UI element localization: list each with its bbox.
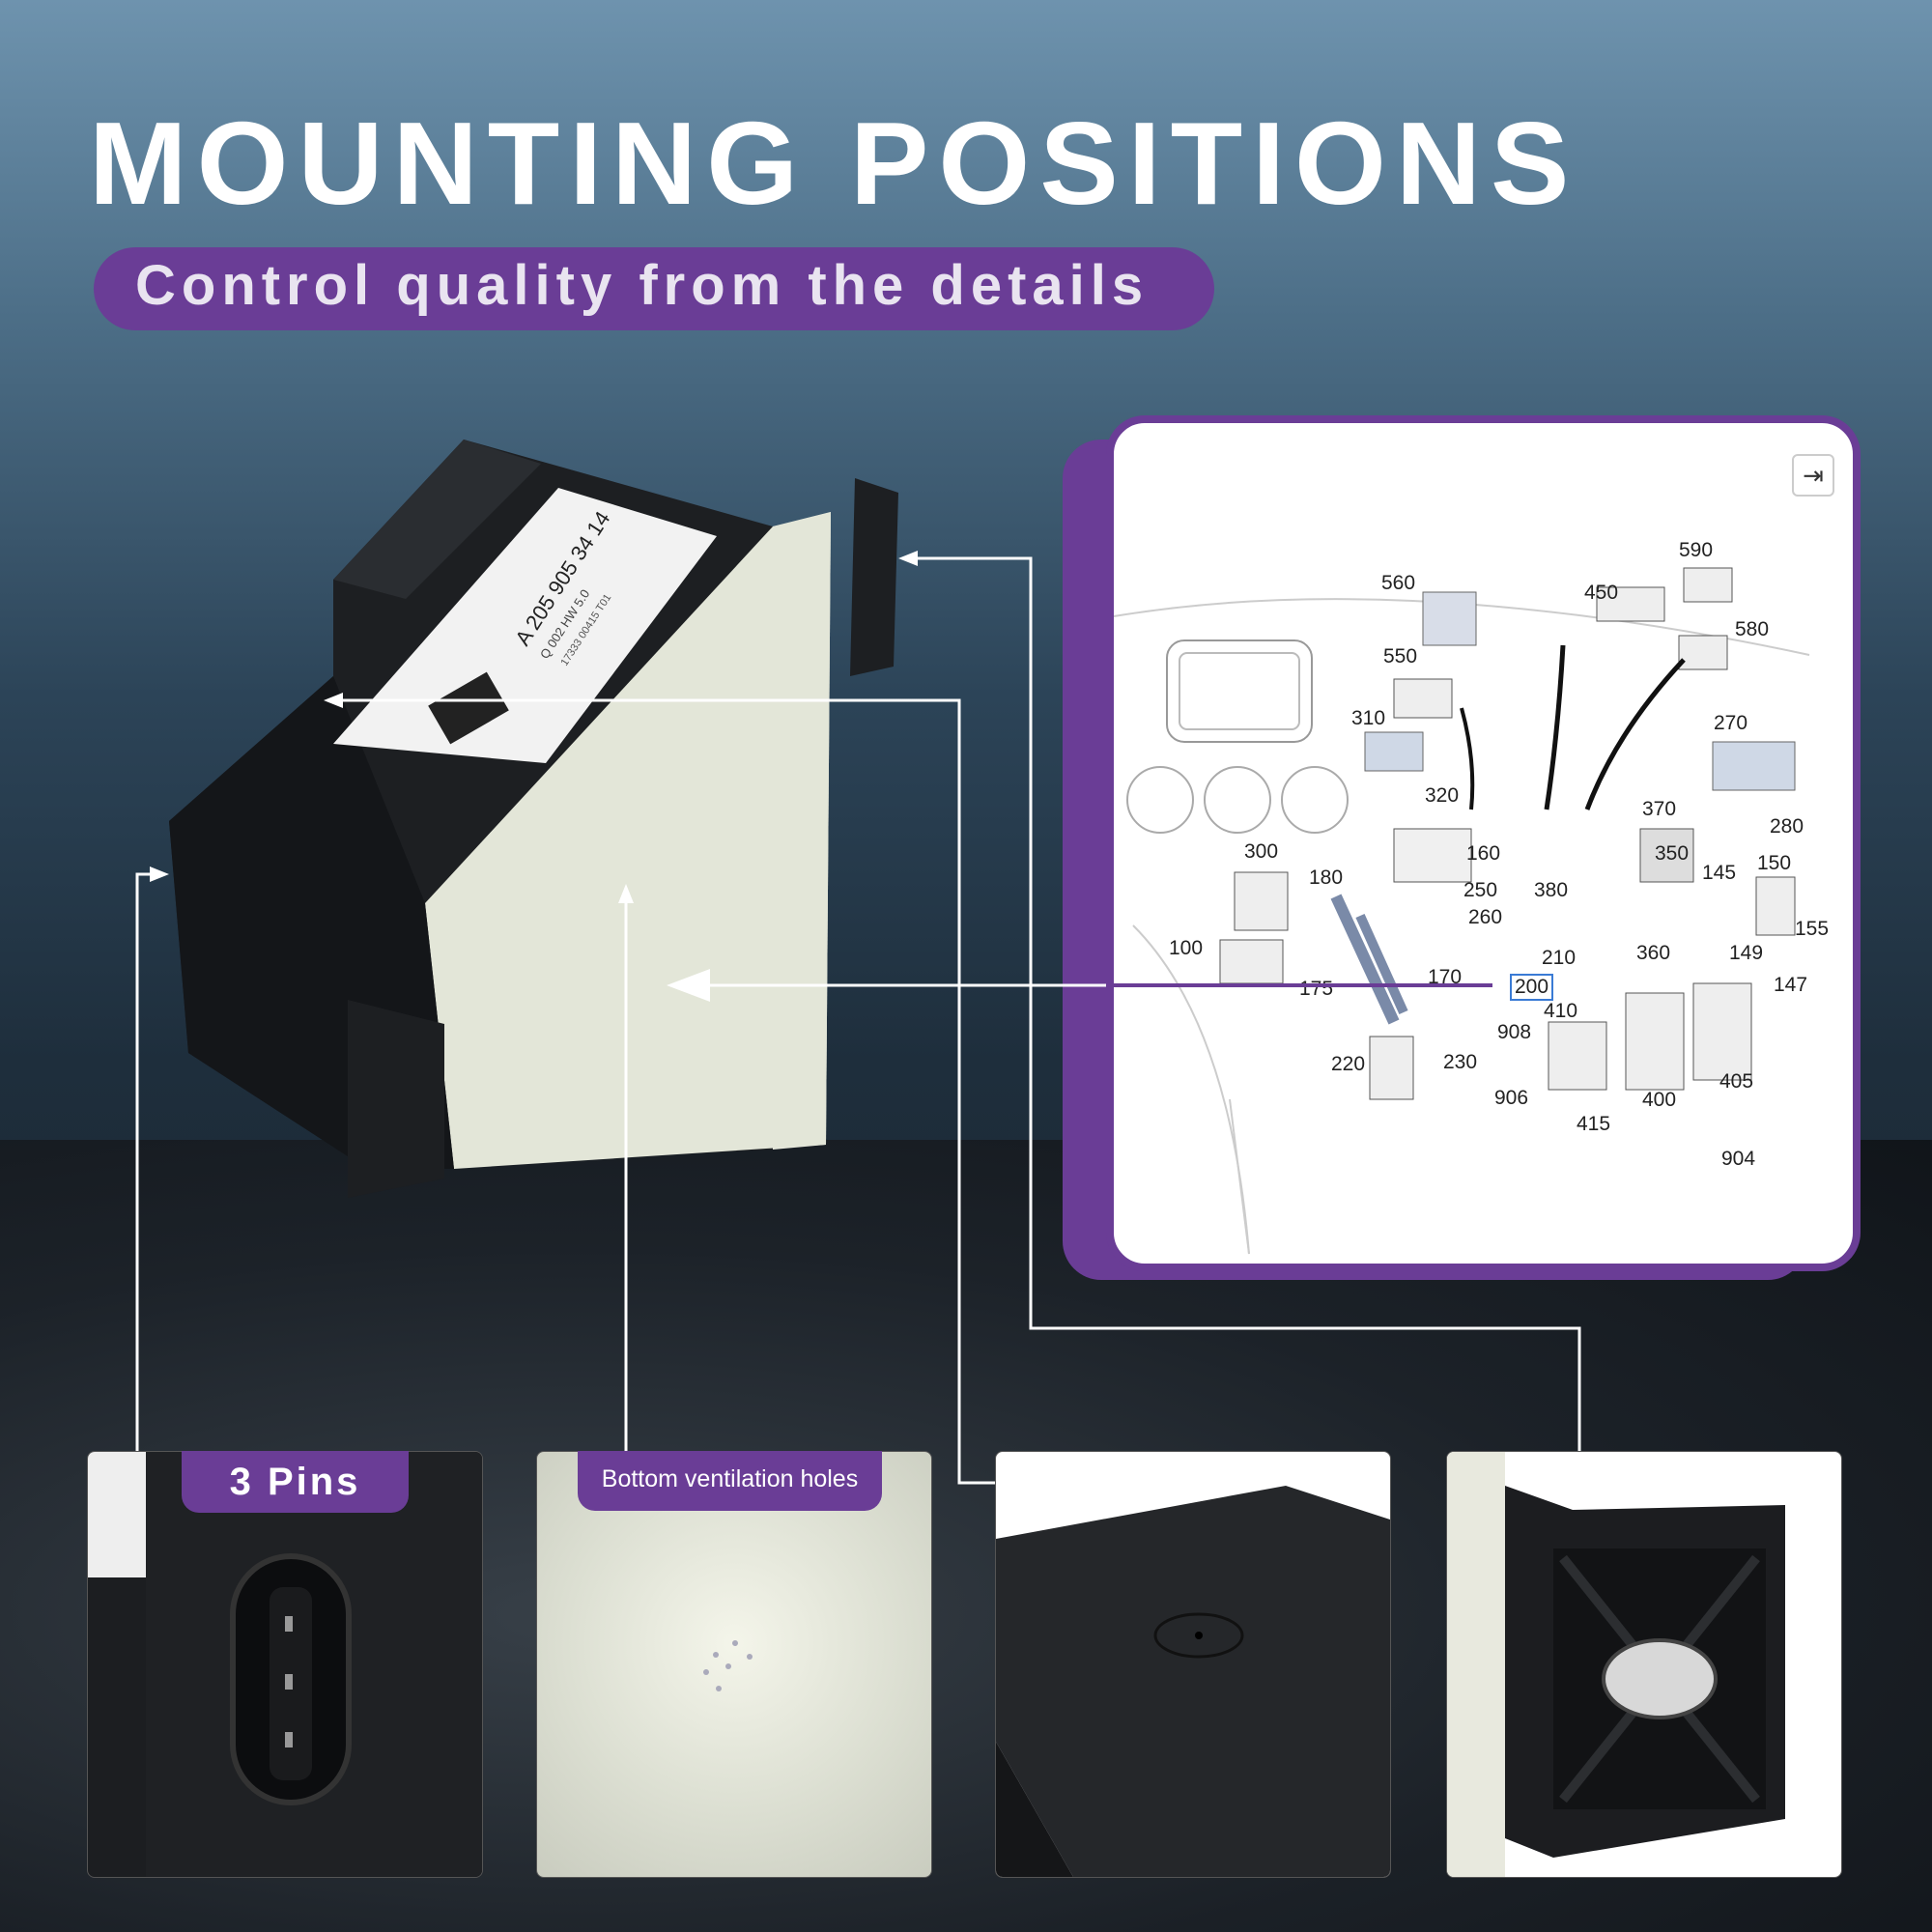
part-number-label: 145 — [1702, 862, 1737, 884]
detail-panel-mount — [1446, 1451, 1842, 1878]
part-number-label: 908 — [1497, 1021, 1532, 1043]
part-number-label: 580 — [1735, 618, 1770, 640]
part-number-label: 300 — [1244, 840, 1279, 863]
part-number-label: 175 — [1299, 978, 1334, 1000]
part-number-label: 250 — [1463, 879, 1498, 901]
dashboard-sketch — [1114, 567, 1810, 1255]
part-number-label: 210 — [1542, 947, 1577, 969]
part-number-label: 220 — [1331, 1053, 1366, 1075]
page-title: MOUNTING POSITIONS — [89, 98, 1579, 229]
part-number-label: 906 — [1494, 1087, 1529, 1109]
part-number-label: 370 — [1642, 798, 1677, 820]
expand-icon[interactable]: ⇥ — [1792, 454, 1834, 497]
part-number-label: 100 — [1169, 937, 1204, 959]
part-number-label: 380 — [1534, 879, 1569, 901]
connector-image — [88, 1452, 482, 1877]
part-number-label: 590 — [1679, 539, 1714, 561]
part-number-label: 155 — [1795, 918, 1830, 940]
part-number-label: 149 — [1729, 942, 1764, 964]
part-number-label: 180 — [1309, 867, 1344, 889]
page-subtitle: Control quality from the details — [135, 254, 1150, 317]
part-number-label: 405 — [1719, 1070, 1754, 1093]
part-number-label: 350 — [1655, 842, 1690, 865]
part-number-label: 150 — [1757, 852, 1792, 874]
ventilation-holes-image — [703, 1640, 753, 1691]
part-number-label: 360 — [1636, 942, 1671, 964]
detail-panel-ventilation — [536, 1451, 932, 1878]
mounting-bracket-image — [1447, 1452, 1785, 1877]
parts-diagram — [1106, 415, 1861, 1271]
part-number-label: 230 — [1443, 1051, 1478, 1073]
part-number-label: 904 — [1721, 1148, 1756, 1170]
part-number-label: 560 — [1381, 572, 1416, 594]
part-number-label: 260 — [1468, 906, 1503, 928]
ventilation-label: Bottom ventilation holes — [578, 1451, 882, 1511]
part-number-label: 450 — [1584, 582, 1619, 604]
part-number-label: 415 — [1577, 1113, 1611, 1135]
part-number-label: 320 — [1425, 784, 1460, 807]
part-number-highlighted[interactable]: 200 — [1510, 974, 1554, 1001]
part-number-label: 410 — [1544, 1000, 1578, 1022]
part-number-label: 270 — [1714, 712, 1748, 734]
housing-image — [996, 1486, 1390, 1877]
detail-panel-pins — [87, 1451, 483, 1878]
detail-panel-housing — [995, 1451, 1391, 1878]
part-number-label: 400 — [1642, 1089, 1677, 1111]
pins-label: 3 Pins — [182, 1451, 409, 1513]
part-number-label: 550 — [1383, 645, 1418, 668]
part-number-label: 147 — [1774, 974, 1808, 996]
subtitle-pill — [94, 247, 1214, 330]
part-number-label: 310 — [1351, 707, 1386, 729]
part-number-label: 160 — [1466, 842, 1501, 865]
part-number-label: 280 — [1770, 815, 1804, 838]
part-number-label: 170 — [1428, 966, 1463, 988]
